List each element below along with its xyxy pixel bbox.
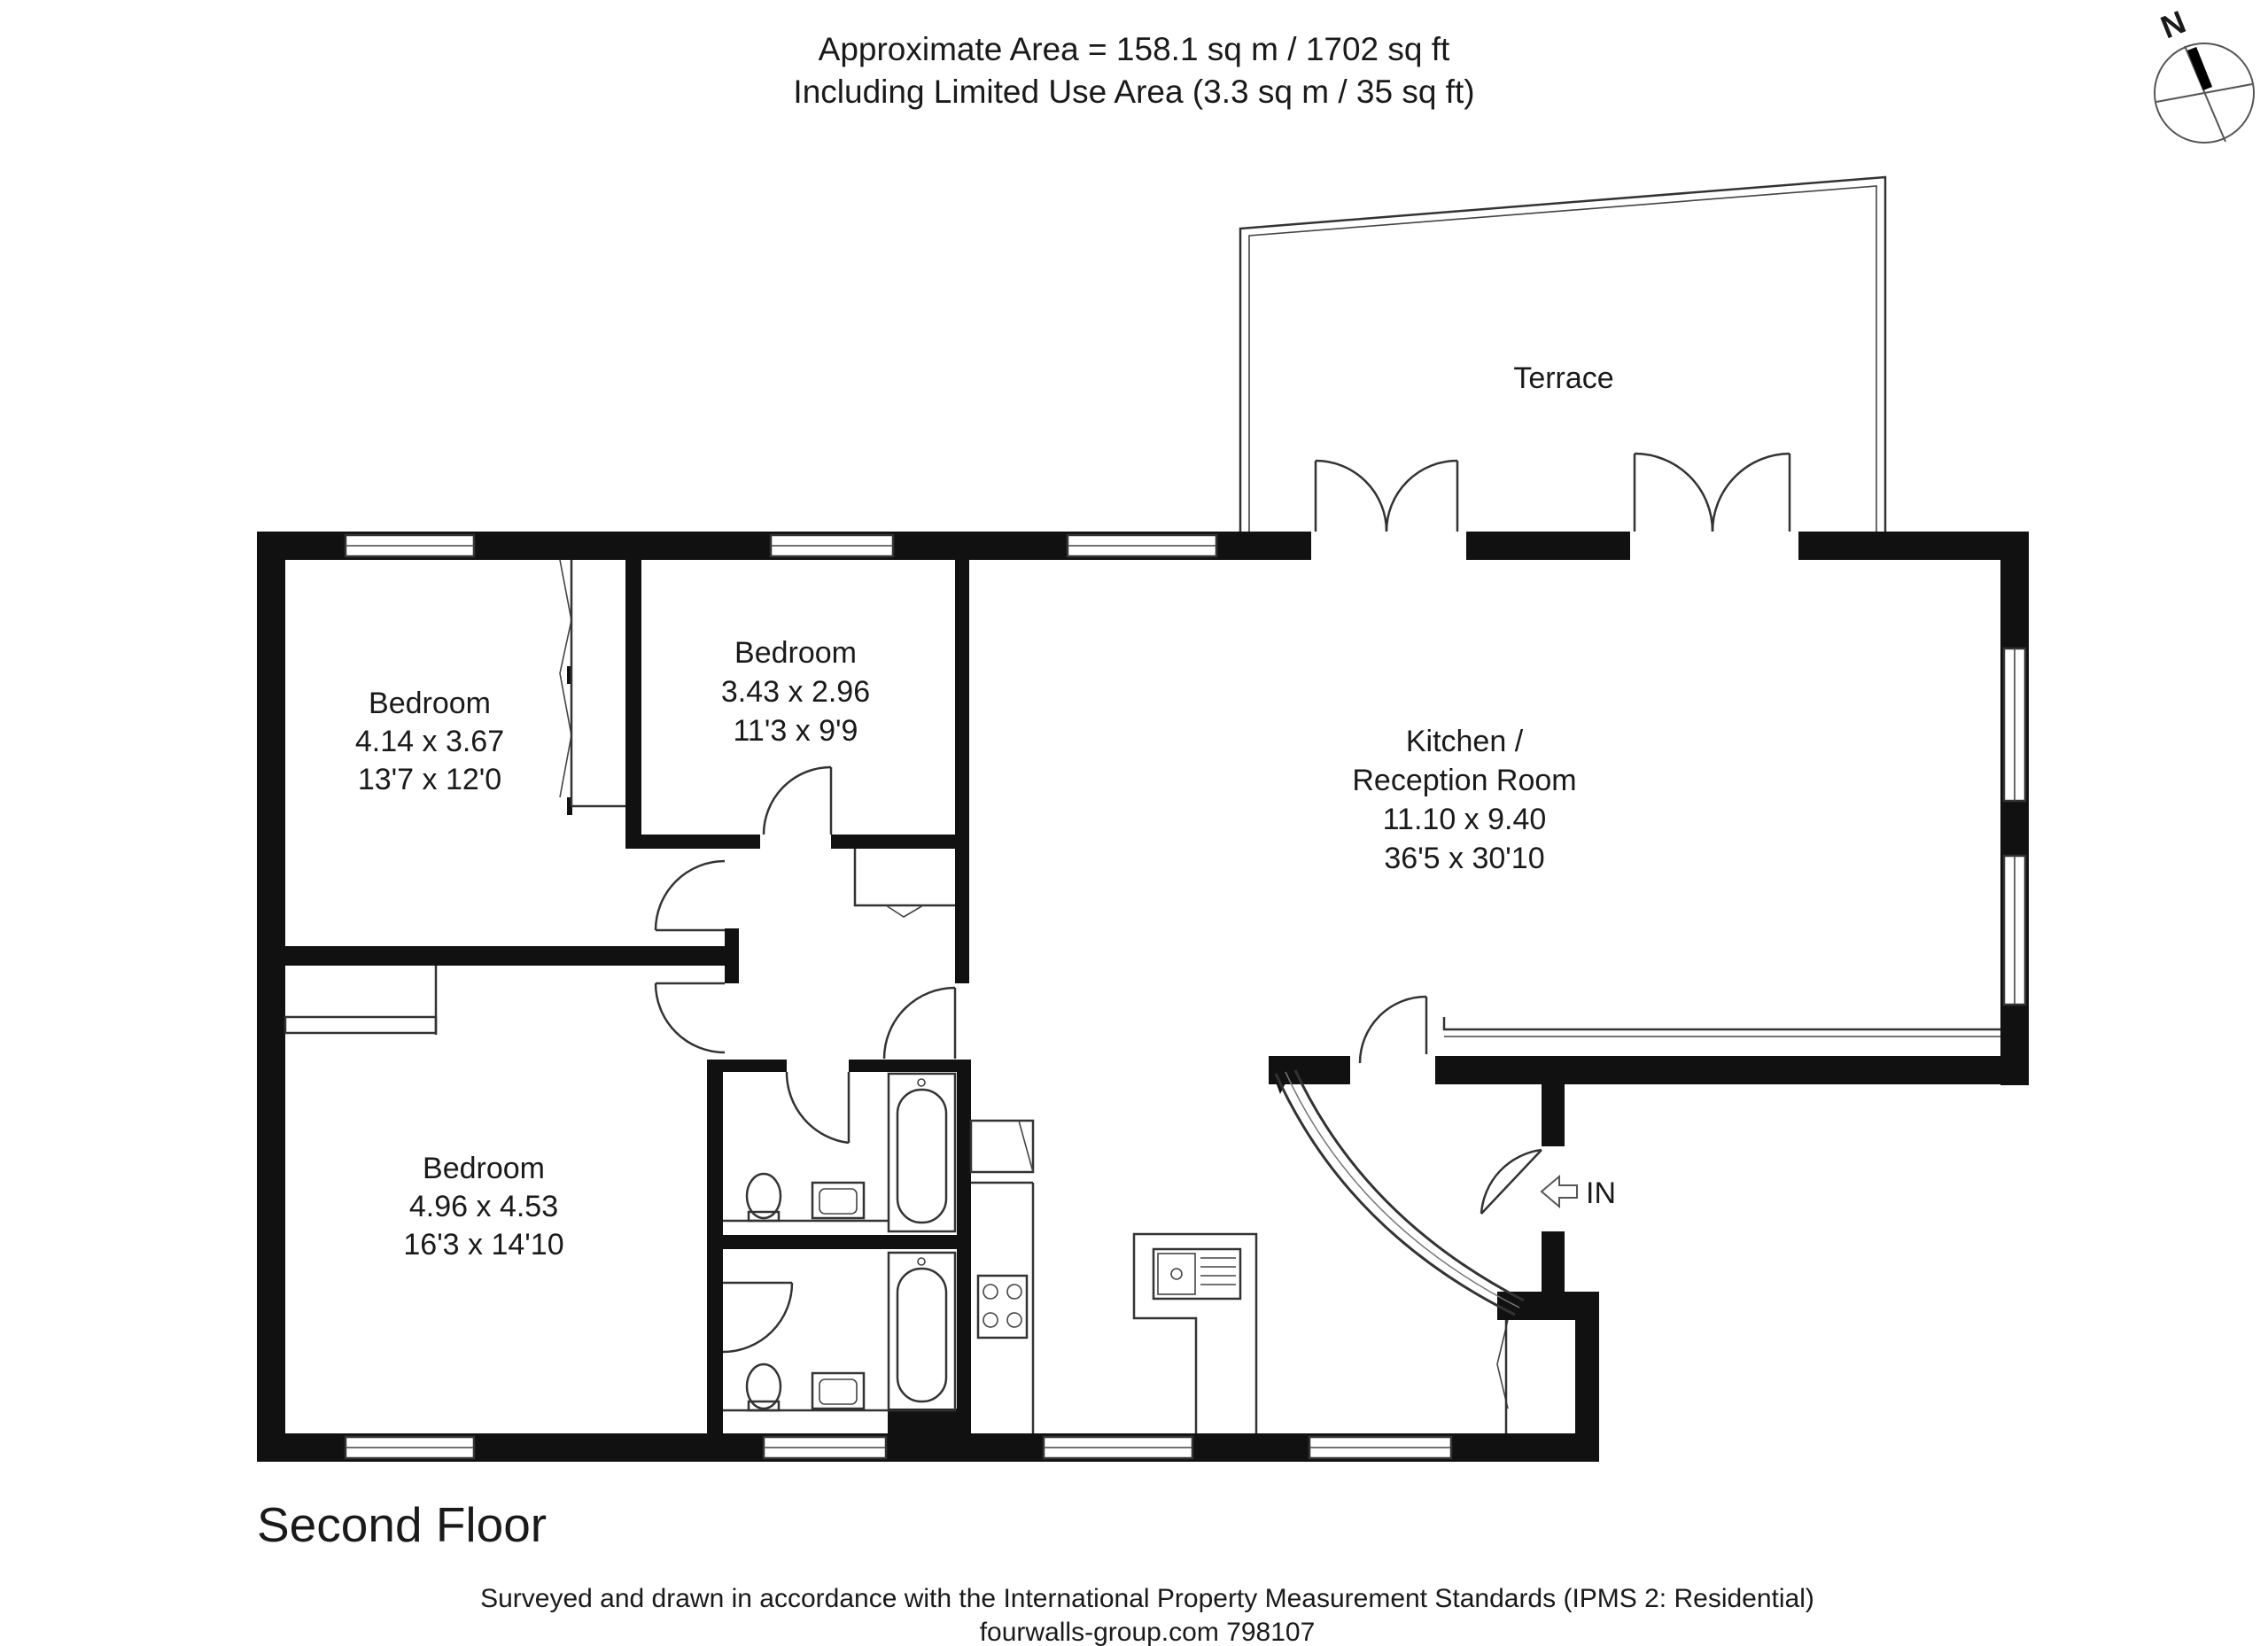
kitchen-metric: 11.10 x 9.40 <box>1383 803 1547 836</box>
bathroom-fittings <box>723 1072 957 1412</box>
terrace-outline <box>1239 175 1887 532</box>
terrace-name: Terrace <box>1513 361 1613 395</box>
kitchen-name-line-1: Kitchen / <box>1406 725 1524 758</box>
outer-walls <box>257 532 2029 1462</box>
floor-label: Second Floor <box>257 1497 547 1552</box>
room-label-bedroom-1: Bedroom 4.14 x 3.67 13'7 x 12'0 <box>355 687 504 796</box>
entrance-label: IN <box>1586 1176 1616 1210</box>
area-heading: Approximate Area = 158.1 sq m / 1702 sq … <box>819 31 1450 67</box>
room-label-bedroom-3: Bedroom 4.96 x 4.53 16'3 x 14'10 <box>403 1152 563 1262</box>
bedroom-1-name: Bedroom <box>369 687 491 720</box>
wardrobes <box>284 559 625 1035</box>
bedroom-2-imperial: 11'3 x 9'9 <box>734 714 858 748</box>
interior-walls <box>285 532 971 1462</box>
interior-doors <box>654 765 1542 1433</box>
bedroom-1-imperial: 13'7 x 12'0 <box>358 763 501 796</box>
entrance-marker: IN <box>1540 1174 1616 1210</box>
compass-north-label: N <box>2155 4 2190 46</box>
footer-standards: Surveyed and drawn in accordance with th… <box>480 1584 1814 1613</box>
bedroom-1-metric: 4.14 x 3.67 <box>355 725 504 758</box>
curved-glass-screen <box>1269 1063 1525 1316</box>
limited-use-heading: Including Limited Use Area (3.3 sq m / 3… <box>793 74 1474 110</box>
bedroom-3-imperial: 16'3 x 14'10 <box>403 1228 563 1262</box>
bedroom-3-metric: 4.96 x 4.53 <box>409 1190 558 1223</box>
bedroom-3-name: Bedroom <box>423 1152 545 1185</box>
entrance-arrow-icon <box>1540 1174 1578 1209</box>
compass-icon: N <box>2154 4 2255 144</box>
room-label-terrace: Terrace <box>1513 361 1613 395</box>
bedroom-2-metric: 3.43 x 2.96 <box>721 675 870 709</box>
kitchen-name-line-2: Reception Room <box>1352 764 1576 797</box>
room-label-kitchen: Kitchen / Reception Room 11.10 x 9.40 36… <box>1352 725 1576 875</box>
footer-reference: fourwalls-group.com 798107 <box>980 1618 1316 1646</box>
windows <box>344 533 2027 1460</box>
kitchen-fittings <box>969 1017 2000 1433</box>
kitchen-imperial: 36'5 x 30'10 <box>1384 842 1544 875</box>
bedroom-2-name: Bedroom <box>734 636 857 670</box>
terrace-doors <box>1314 452 1791 532</box>
room-label-bedroom-2: Bedroom 3.43 x 2.96 11'3 x 9'9 <box>721 636 870 748</box>
